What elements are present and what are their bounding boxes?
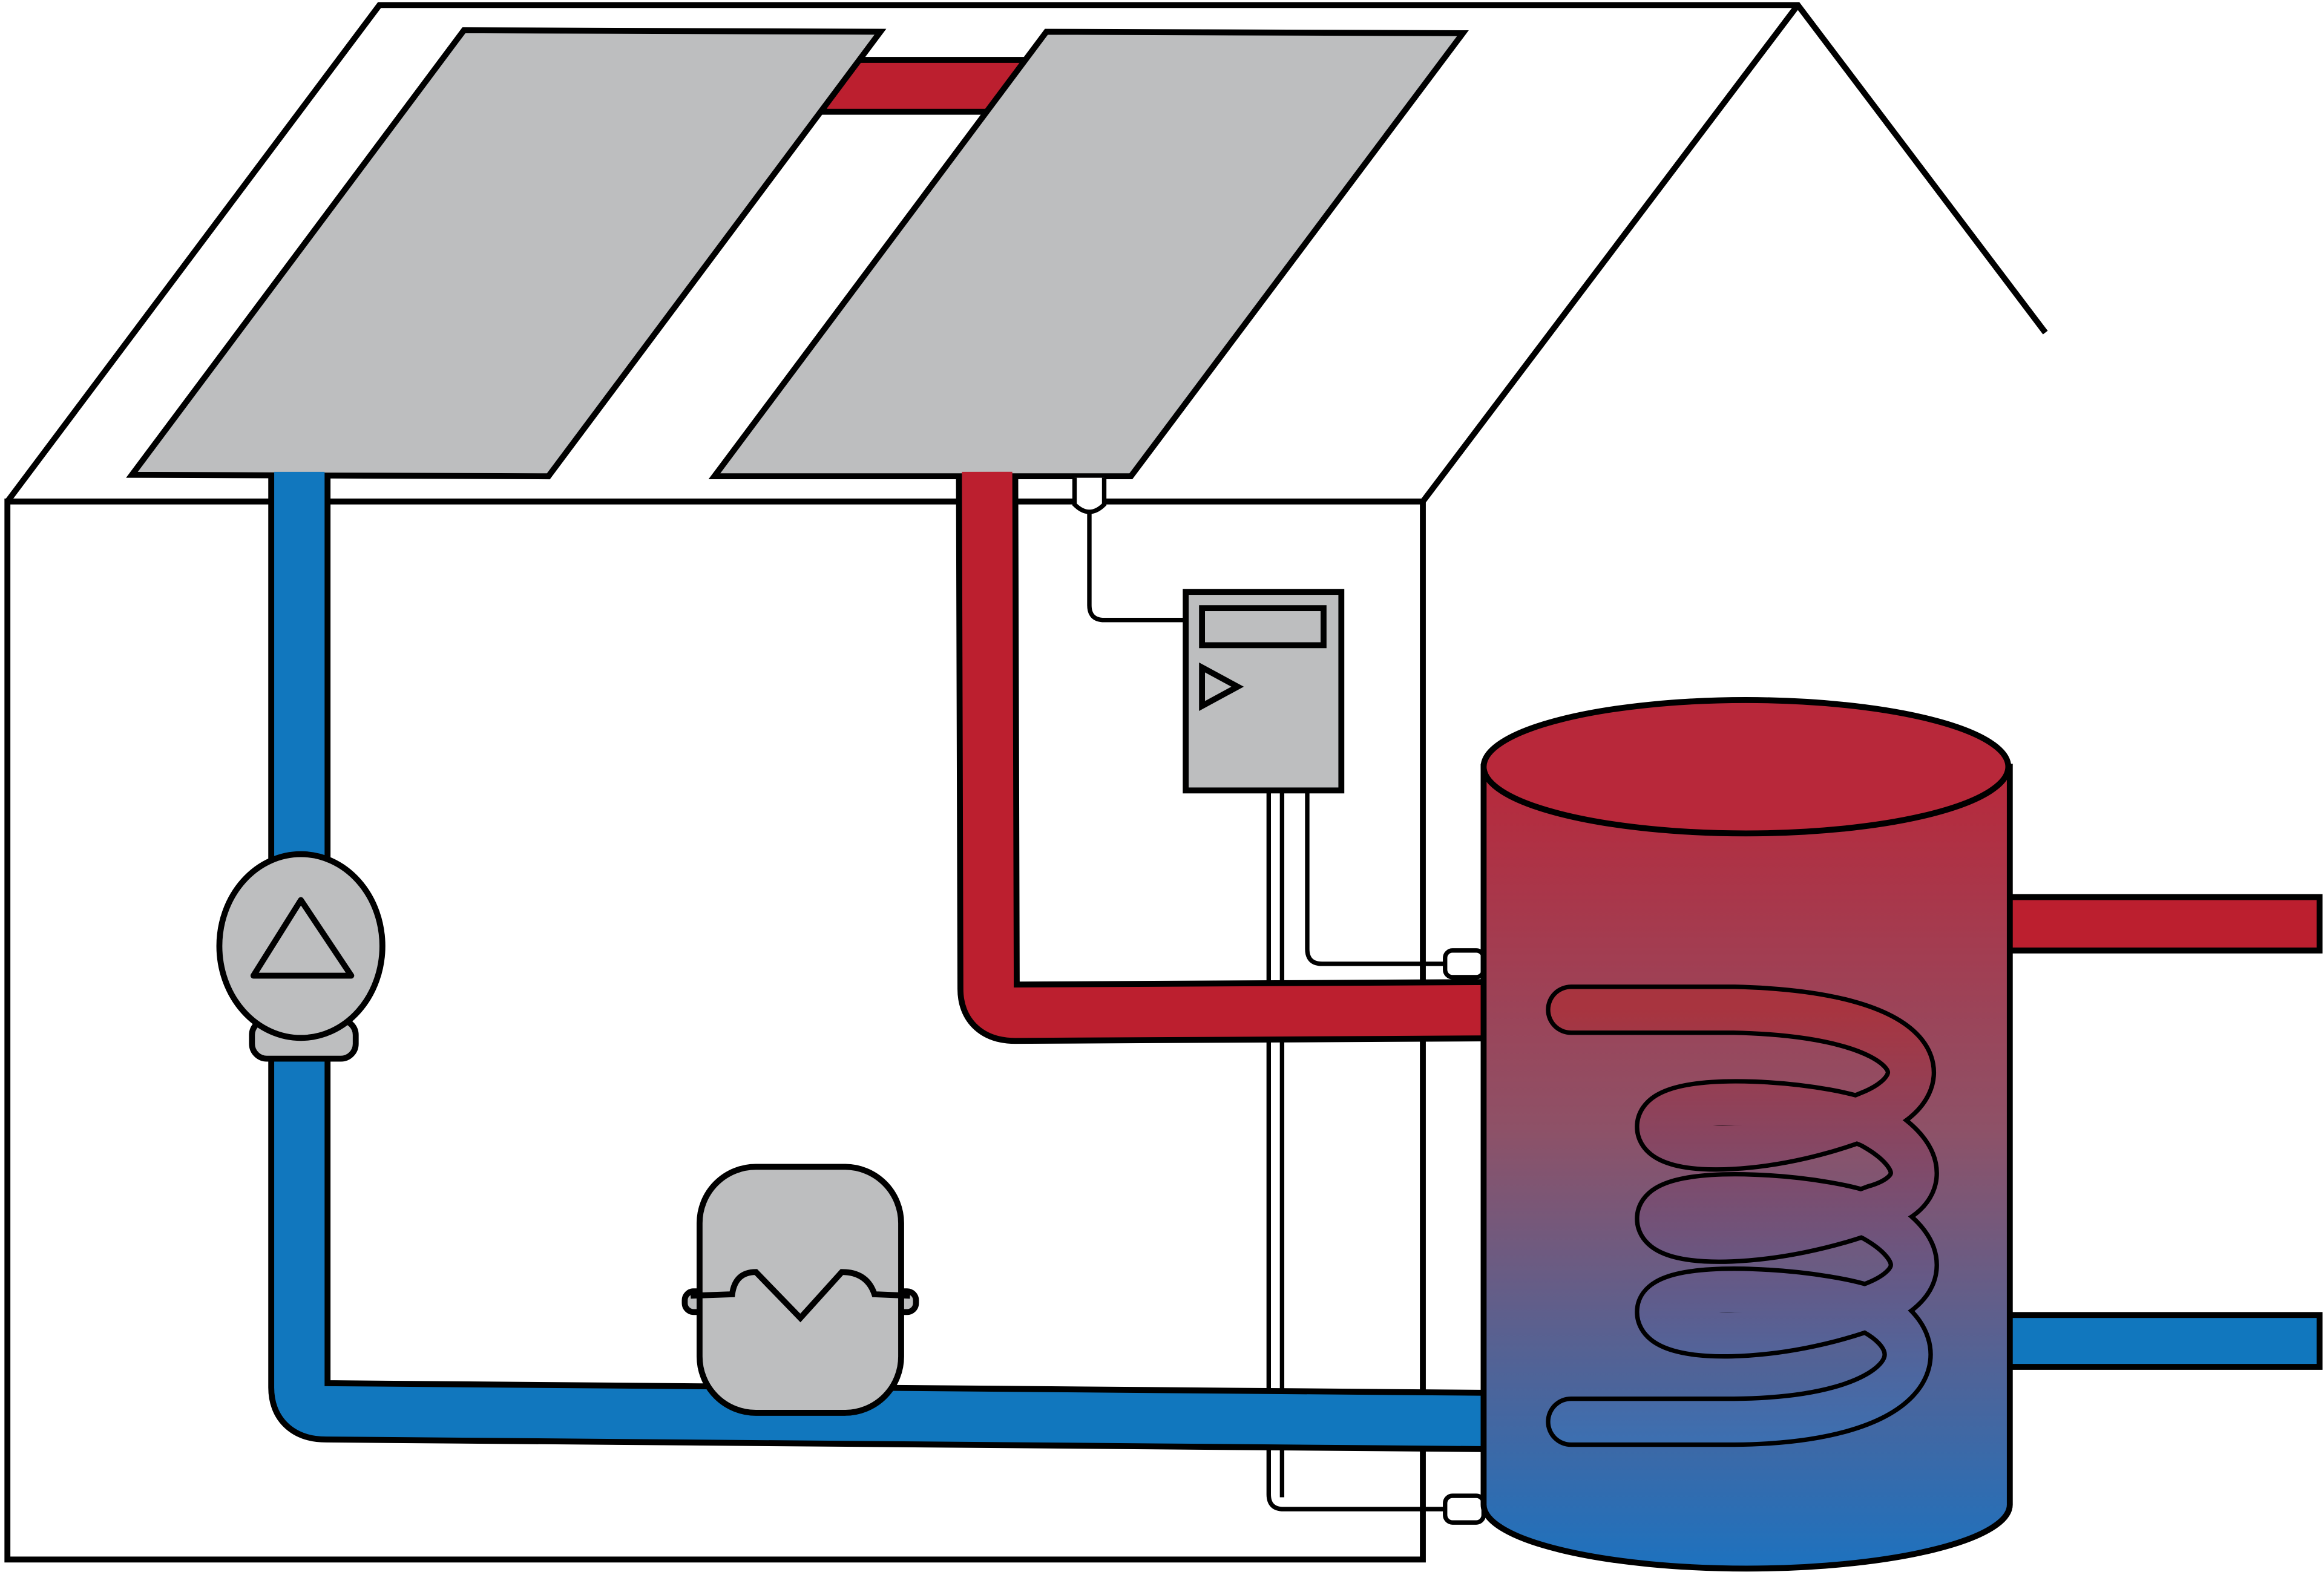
- solar-collector-left: [126, 27, 887, 480]
- cold-return-pipe: [268, 471, 1575, 1453]
- controller-display: [1199, 605, 1327, 649]
- hot-water-outlet: [2004, 894, 2323, 954]
- hot-supply-pipe: [956, 471, 1575, 1044]
- heat-exchanger-coil: [1546, 984, 1939, 1447]
- expansion-vessel-icon: [681, 1164, 919, 1416]
- solar-collector-right: [708, 28, 1469, 480]
- play-icon: [1199, 662, 1244, 711]
- solar-controller: [1183, 589, 1345, 794]
- sensor-wires: [1087, 511, 1450, 1511]
- cold-water-inlet: [2004, 1312, 2323, 1370]
- circulation-pump-icon: [216, 851, 386, 1062]
